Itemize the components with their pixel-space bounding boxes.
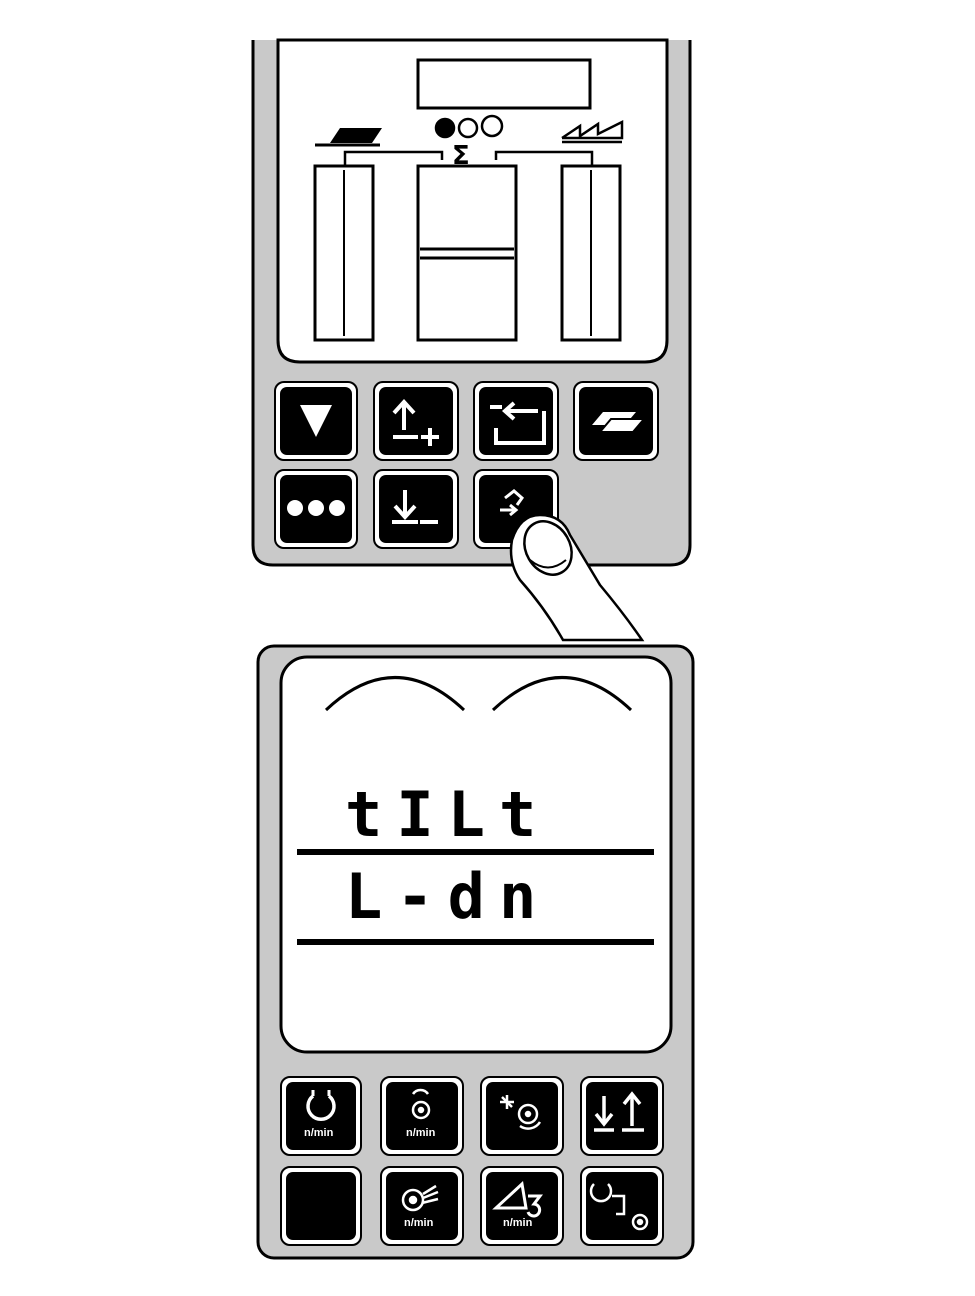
transmission-key[interactable] xyxy=(580,1166,664,1246)
lcd-line-1: tILt xyxy=(345,778,550,851)
fan-speed-key[interactable]: n/min xyxy=(380,1166,464,1246)
left-bar-indicator xyxy=(313,164,375,342)
lift-plus-key[interactable] xyxy=(373,381,459,461)
rotor-speed-key[interactable]: n/min xyxy=(380,1076,464,1156)
bale-key[interactable] xyxy=(573,381,659,461)
triangle-down-icon xyxy=(300,405,332,437)
dots-indicator-icon xyxy=(434,114,504,139)
lower-arrow-icon xyxy=(392,490,438,524)
left-arc-segment xyxy=(324,676,466,712)
upper-control-unit: Σ xyxy=(251,38,692,642)
digital-readout xyxy=(416,58,592,110)
wheel-speed-key[interactable]: n/min xyxy=(480,1166,564,1246)
bale-icon xyxy=(592,412,647,433)
center-bar-indicator xyxy=(416,164,518,342)
fan-speed-unit: n/min xyxy=(404,1217,434,1229)
rotor-speed-icon xyxy=(411,1088,431,1120)
three-dots-icon xyxy=(287,500,345,516)
lift-plus-icon xyxy=(392,399,439,446)
rotor-setting-key[interactable] xyxy=(480,1076,564,1156)
three-dots-key[interactable] xyxy=(274,469,358,549)
right-arc-segment xyxy=(491,676,633,712)
rotor-setting-icon xyxy=(500,1095,542,1130)
return-key[interactable] xyxy=(473,381,559,461)
engine-speed-unit: n/min xyxy=(304,1127,334,1139)
triangle-down-key[interactable] xyxy=(274,381,358,461)
fan-speed-icon xyxy=(401,1184,439,1212)
tilt-icon xyxy=(500,489,525,517)
lcd-line-2: L-dn xyxy=(345,860,550,933)
wheel-speed-icon xyxy=(492,1181,543,1218)
sawtooth-icon xyxy=(561,119,624,144)
lower-key[interactable] xyxy=(373,469,459,549)
sigma-symbol: Σ xyxy=(452,141,470,171)
right-bar-indicator xyxy=(560,164,622,342)
blank-key-icon xyxy=(286,1172,356,1240)
return-arrow-icon xyxy=(490,401,546,445)
lower-control-unit: tILt L-dn n/min n/min xyxy=(256,644,695,1260)
blank-key[interactable] xyxy=(280,1166,362,1246)
engine-speed-icon xyxy=(306,1090,336,1121)
rotor-speed-unit: n/min xyxy=(406,1127,436,1139)
lift-lower-icon xyxy=(594,1091,644,1132)
lift-lower-key[interactable] xyxy=(580,1076,664,1156)
transmission-icon xyxy=(589,1183,649,1231)
pressing-finger xyxy=(509,513,645,642)
pickup-icon xyxy=(315,128,382,147)
wheel-speed-unit: n/min xyxy=(503,1217,533,1229)
engine-speed-key[interactable]: n/min xyxy=(280,1076,362,1156)
